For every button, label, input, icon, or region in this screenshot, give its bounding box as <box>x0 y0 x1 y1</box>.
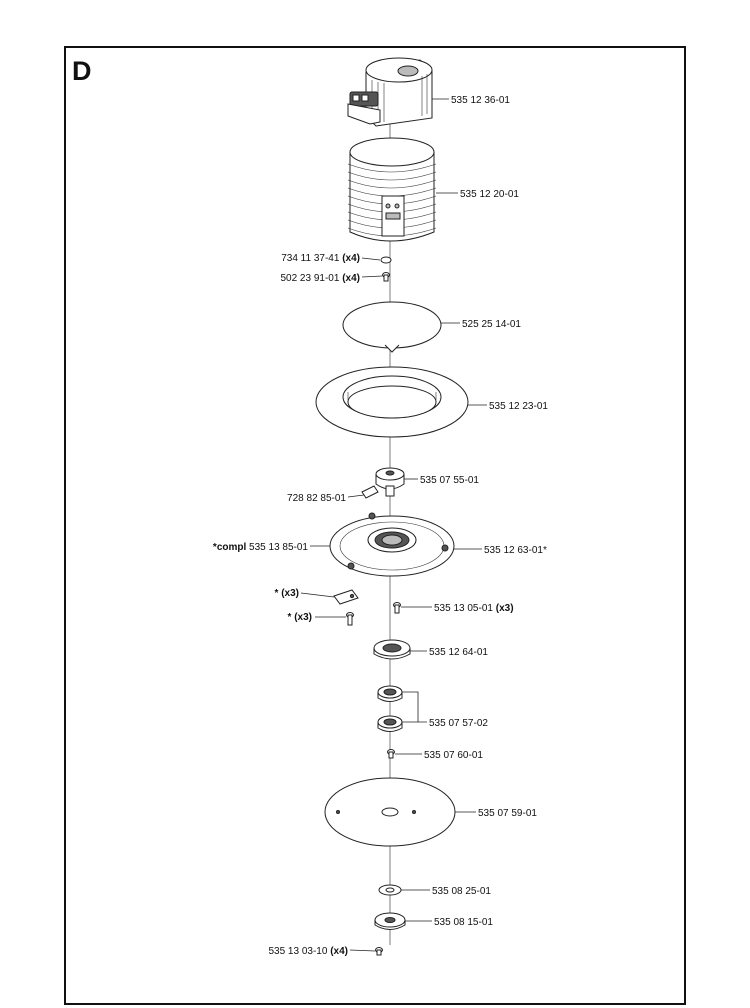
screw-535-13-05-drawing <box>393 602 401 614</box>
label-gasket: 525 25 14-01 <box>462 319 521 330</box>
label-hub: 535 07 55-01 <box>420 475 479 486</box>
washer-535-08-25-drawing <box>378 884 402 896</box>
label-screw-535-13-03: 535 13 03-10 (x4) <box>268 946 348 957</box>
nut-535-08-15-drawing <box>374 912 406 930</box>
screw-502-drawing <box>382 272 390 282</box>
label-compl-kit: *compl 535 13 85-01 <box>213 542 309 553</box>
screw-star-drawing <box>346 612 354 626</box>
washer-734-drawing <box>380 256 392 264</box>
hub-drawing <box>375 467 405 497</box>
motor-housing-drawing <box>347 137 437 242</box>
label-screw-535-07-60: 535 07 60-01 <box>424 750 483 761</box>
label-washer-535-08-25: 535 08 25-01 <box>432 886 491 897</box>
label-plate: 535 12 63-01* <box>484 545 547 556</box>
gasket-drawing <box>342 301 442 353</box>
plate-drawing <box>329 512 455 577</box>
bracket-star-drawing <box>333 589 359 605</box>
label-bearing-pair: 535 07 57-02 <box>429 718 488 729</box>
bearing-top-drawing <box>373 639 411 660</box>
label-screw-star: * (x3) <box>288 612 312 623</box>
label-motor: 535 12 36-01 <box>451 95 510 106</box>
label-bearing-top: 535 12 64-01 <box>429 647 488 658</box>
pin-728-drawing <box>361 485 379 499</box>
blade-disc-drawing <box>324 777 456 847</box>
motor-drawing <box>347 57 433 127</box>
screw-535-07-60-drawing <box>387 749 395 759</box>
label-nut-535-08-15: 535 08 15-01 <box>434 917 493 928</box>
label-screw-502: 502 23 91-01 (x4) <box>280 273 360 284</box>
bearing-pair-drawing <box>377 685 403 732</box>
label-flange-ring: 535 12 23-01 <box>489 401 548 412</box>
label-blade-disc: 535 07 59-01 <box>478 808 537 819</box>
label-pin-728: 728 82 85-01 <box>287 493 346 504</box>
label-washer-734: 734 11 37-41 (x4) <box>281 253 360 264</box>
section-letter: D <box>72 56 92 86</box>
flange-ring-drawing <box>315 366 469 438</box>
diagram-frame <box>64 46 686 1005</box>
leader-lines <box>300 98 487 952</box>
label-bracket-star: * (x3) <box>275 588 299 599</box>
label-screw-535-13-05: 535 13 05-01 (x3) <box>434 603 514 614</box>
screw-535-13-03-drawing <box>375 947 383 956</box>
label-motor-housing: 535 12 20-01 <box>460 189 519 200</box>
